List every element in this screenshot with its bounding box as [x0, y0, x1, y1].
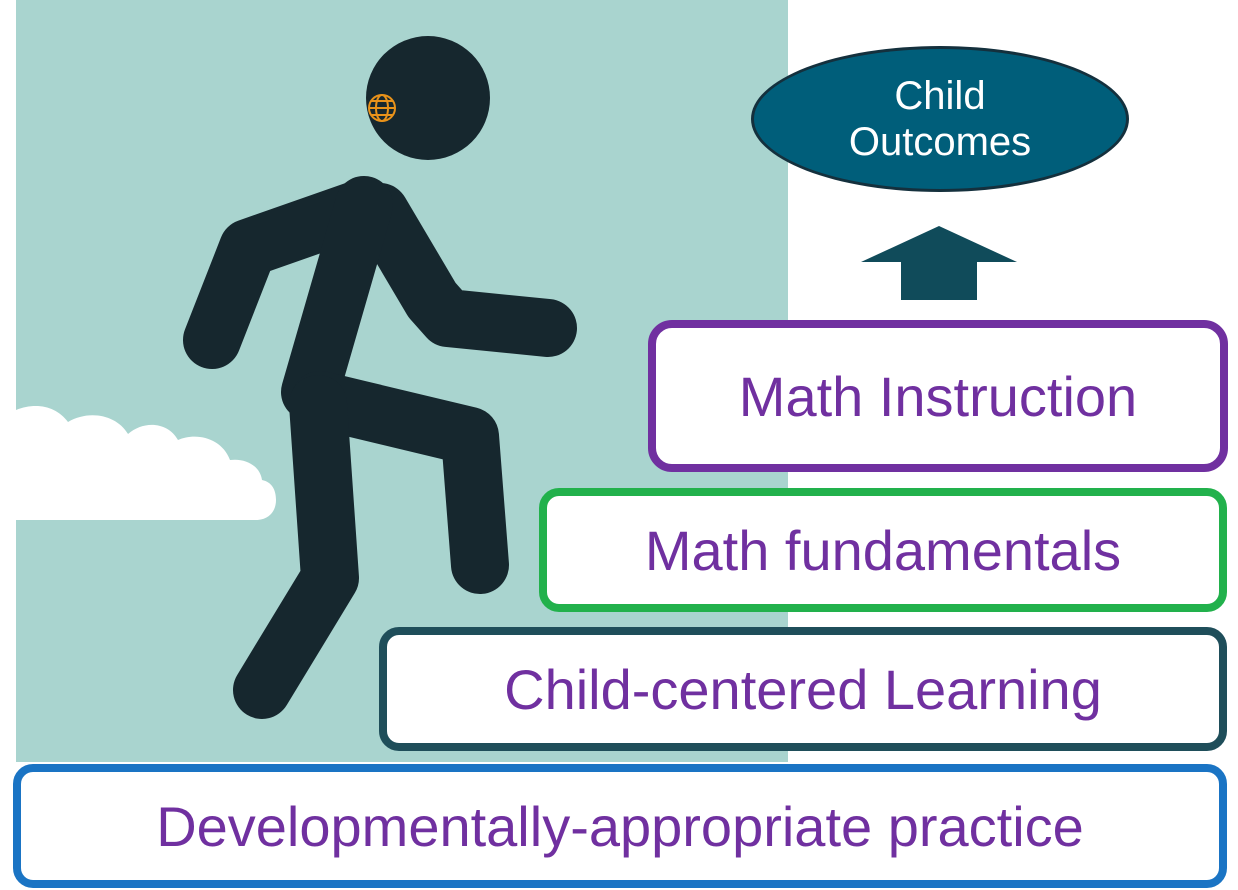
step-math-fundamentals: Math fundamentals [539, 488, 1227, 612]
step-label: Math Instruction [738, 364, 1138, 428]
child-outcomes-line-1: Child [894, 74, 986, 118]
step-developmentally-appropriate-practice: Developmentally-appropriate practice [13, 764, 1227, 888]
step-label: Child-centered Learning [504, 657, 1102, 721]
child-outcomes-ellipse: Child Outcomes [751, 46, 1129, 192]
child-outcomes-line-2: Outcomes [848, 120, 1032, 164]
step-child-centered-learning: Child-centered Learning [379, 627, 1227, 751]
step-math-instruction: Math Instruction [648, 320, 1228, 472]
step-label: Developmentally-appropriate practice [156, 794, 1084, 858]
up-arrow-icon [861, 226, 1017, 300]
child-outcomes-label: Child Outcomes [849, 73, 1031, 165]
globe-icon [368, 94, 396, 122]
step-label: Math fundamentals [644, 518, 1122, 582]
cloud-icon [16, 406, 276, 520]
